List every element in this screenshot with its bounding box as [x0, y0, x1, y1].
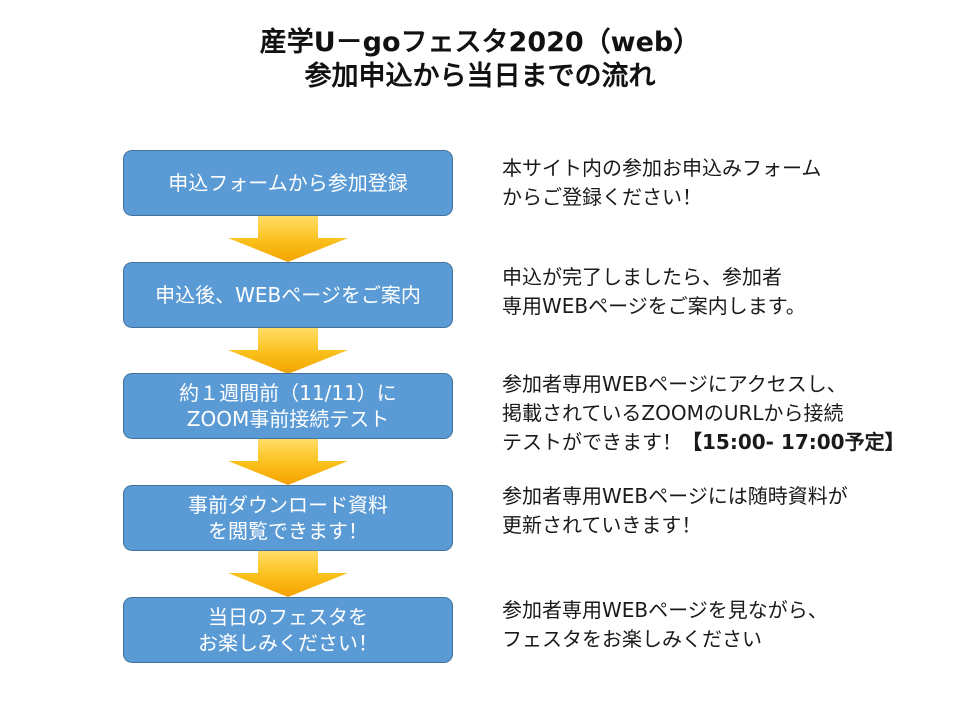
flow-step-5-label-line-2: お楽しみください！ — [198, 631, 378, 655]
flow-step-1-desc-line-2: からご登録ください！ — [502, 185, 702, 209]
flow-step-1-description: 本サイト内の参加お申込みフォーム からご登録ください！ — [502, 154, 821, 212]
page-title: 産学U－goフェスタ2020（web） 参加申込から当日までの流れ — [0, 26, 960, 94]
down-arrow-2-icon — [228, 328, 348, 374]
flow-step-5-label-line-1: 当日のフェスタを — [208, 605, 368, 629]
flow-step-4-desc-line-1: 参加者専用WEBページには随時資料が — [502, 484, 848, 508]
flow-step-3-desc-line-3: テストができます！ — [502, 430, 682, 454]
flow-step-3-description: 参加者専用WEBページにアクセスし、 掲載されているZOOMのURLから接続 テ… — [502, 370, 905, 457]
flow-step-1-label: 申込フォームから参加登録 — [168, 171, 408, 195]
flow-step-1-desc-line-1: 本サイト内の参加お申込みフォーム — [502, 156, 822, 180]
flow-step-5-box: 当日のフェスタを お楽しみください！ — [123, 597, 453, 663]
title-line-1: 産学U－goフェスタ2020（web） — [259, 27, 701, 58]
flow-step-4-description: 参加者専用WEBページには随時資料が 更新されていきます！ — [502, 482, 848, 540]
flow-step-3-desc-line-2: 掲載されているZOOMのURLから接続 — [502, 401, 844, 425]
title-line-2: 参加申込から当日までの流れ — [304, 61, 656, 92]
flow-step-2-description: 申込が完了しましたら、参加者 専用WEBページをご案内します。 — [502, 263, 806, 321]
flow-step-5-description: 参加者専用WEBページを見ながら、 フェスタをお楽しみください — [502, 596, 828, 654]
flow-step-4-label-line-1: 事前ダウンロード資料 — [188, 493, 388, 517]
flow-step-3-label-line-2: ZOOM事前接続テスト — [186, 407, 390, 431]
flow-step-4-box: 事前ダウンロード資料 を閲覧できます！ — [123, 485, 453, 551]
flow-step-3-desc-line-3-wrap: テストができます！【15:00- 17:00予定】 — [502, 428, 905, 457]
flow-step-3-box: 約１週間前（11/11）に ZOOM事前接続テスト — [123, 373, 453, 439]
flow-step-5-desc-line-2: フェスタをお楽しみください — [502, 627, 762, 651]
flow-step-2-box: 申込後、WEBページをご案内 — [123, 262, 453, 328]
down-arrow-3-icon — [228, 439, 348, 485]
flow-step-5-desc-line-1: 参加者専用WEBページを見ながら、 — [502, 598, 828, 622]
flow-step-1-box: 申込フォームから参加登録 — [123, 150, 453, 216]
down-arrow-4-icon — [228, 551, 348, 597]
down-arrow-1-icon — [228, 216, 348, 262]
flow-step-3-schedule-note: 【15:00- 17:00予定】 — [682, 430, 905, 454]
flow-step-4-desc-line-2: 更新されていきます！ — [502, 513, 702, 537]
flow-step-2-desc-line-2: 専用WEBページをご案内します。 — [502, 294, 806, 318]
flow-step-3-desc-line-1: 参加者専用WEBページにアクセスし、 — [502, 372, 847, 396]
flow-step-4-label-line-2: を閲覧できます！ — [208, 519, 368, 543]
flow-step-2-label: 申込後、WEBページをご案内 — [155, 283, 421, 307]
flow-step-2-desc-line-1: 申込が完了しましたら、参加者 — [502, 265, 782, 289]
flow-step-3-label-line-1: 約１週間前（11/11）に — [179, 381, 397, 405]
